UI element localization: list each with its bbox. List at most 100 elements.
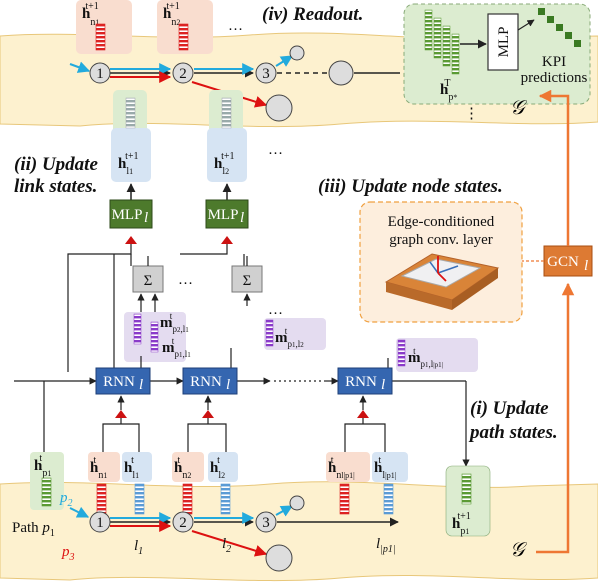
readout-path-vector-1 [424,9,433,51]
link-label-l2: l2 [222,536,231,555]
rnn-1-join-lines [102,423,140,452]
message-bg-n [396,338,478,372]
node-state-n2-label: hn2t [174,455,191,481]
gcn-feedback-bottom [536,282,575,554]
bottom-link-3-small-blue [275,505,294,517]
rnn-1-join [115,410,127,418]
bottom-node-2-label: 2 [179,515,187,531]
message-bg-2 [264,318,326,350]
message-p1-l1-label: mp1,l1t [162,336,191,359]
link-state-l2-label: hl2t [210,455,225,481]
top-node-small [289,45,305,61]
bottom-node-3: 3 [255,511,277,533]
node-state-top-1-label: hn1t+1 [82,1,99,28]
graph-symbol-bottom: 𝒢 [510,539,528,561]
sum-box-1-label: Σ [144,273,153,289]
readout-mlp-label: MLP [496,27,512,58]
path-p1-label: Path p1 [12,520,55,539]
path-state-input-label: hp1t [34,453,51,479]
link-state-1-vector [125,97,136,129]
top-ellipsis: … [228,18,243,34]
kpi-label-line-2: predictions [521,70,588,86]
mlp-l-box-2-sub: l [240,210,244,226]
readout-vdots: ⋮ [464,106,479,122]
link-state-1-bg-blue [111,128,151,182]
rnn-2-join [202,410,214,418]
bottom-node-5 [265,544,293,572]
link-state-2-vector [221,97,232,129]
readout-path-vector-4 [451,33,460,75]
graph-symbol-top: 𝒢 [510,97,528,119]
link-state-ln-label: hl|p1|t [374,455,396,481]
bottom-link-2-red-down [191,530,268,557]
gcn-feedback-top [538,89,570,246]
rnn-box-n-sub: l [381,377,385,393]
message-vector-p1-l1 [150,321,159,353]
update-path-title-line-2: path states. [468,422,558,443]
rnn-box-2-label: RNN [190,374,222,390]
rnn-box-n-label: RNN [345,374,377,390]
message-p1-l2-label: mp1,l2t [275,326,304,349]
link-state-l1-label: hl1t [124,455,139,481]
bottom-node-small [289,495,305,511]
message-ellipsis: … [268,302,283,318]
kpi-label-line-1: KPI [542,54,566,70]
link-label-l1: l1 [134,538,143,557]
readout-title: (iv) Readout. [262,4,363,25]
node-state-top-2-label: hn2t+1 [163,1,180,28]
kpi-output-cells [538,8,581,47]
path-state-output-label: hp1t+1 [452,511,471,537]
rnn-box-1 [95,367,151,395]
top-node-2-label: 2 [179,66,187,82]
mlp-l-box-2-label: MLP [208,207,239,223]
link-state-ellipsis: … [268,142,283,158]
readout-path-vector-2 [433,17,442,59]
message-p1-ln-label: mp1,l|p1|t [408,346,443,369]
readout-input-label: hp*T [440,78,457,103]
update-link-title-line-2: link states. [14,176,97,197]
rnn-box-1-label: RNN [103,374,135,390]
top-node-1: 1 [89,62,111,84]
bottom-node-2: 2 [172,511,194,533]
link-state-l2-vector [220,483,231,515]
readout-path-vector-3 [442,25,451,67]
mlp-l-box-1 [109,199,153,229]
bottom-node-1: 1 [89,511,111,533]
top-node-1-label: 1 [96,66,104,82]
top-node-5 [265,94,293,122]
path-p2-label: p2 [59,490,73,509]
link-state-ln-vector [383,483,394,515]
top-node-3: 3 [255,62,277,84]
link-state-l1-bg [122,452,152,482]
message-p2-l1-label: mp2,l1t [160,311,189,334]
node-state-top-2-vector [178,23,189,51]
top-link-3-small-blue [275,55,294,67]
bottom-node-3-label: 3 [262,515,270,531]
node-state-n1-vector [96,483,107,515]
rnn-n-join-lines [344,423,386,452]
rnn-box-2-sub: l [226,377,230,393]
update-link-title-line-1: (ii) Update [14,154,98,175]
path-state-input-vector [41,477,52,507]
mlp-l-box-2-join [221,236,233,244]
node-state-nn-bg [326,452,370,482]
node-state-n1-label: hn1t [90,455,107,481]
update-node-title: (iii) Update node states. [318,176,503,197]
top-node-4 [328,60,354,86]
edge-conv-illustration [384,253,500,310]
mlp-l-box-2 [205,199,249,229]
path-state-output-vector [461,473,472,505]
message-vector-p1-ln [397,339,406,367]
gcn-box-sub: l [584,258,588,274]
mlp-1-input-left [67,244,132,372]
sum-box-2-label: Σ [243,273,252,289]
update-path-title-line-1: (i) Update [470,398,549,419]
node-state-nn-label: hnl|p1|t [328,455,355,481]
rnn-box-n [337,367,393,395]
link-state-1-label: hl1t+1 [118,151,139,177]
mlp-l-box-1-label: MLP [112,207,143,223]
rnn-box-1-sub: l [139,377,143,393]
rnn-n-join [357,410,369,418]
node-state-n2-bg [172,452,204,482]
